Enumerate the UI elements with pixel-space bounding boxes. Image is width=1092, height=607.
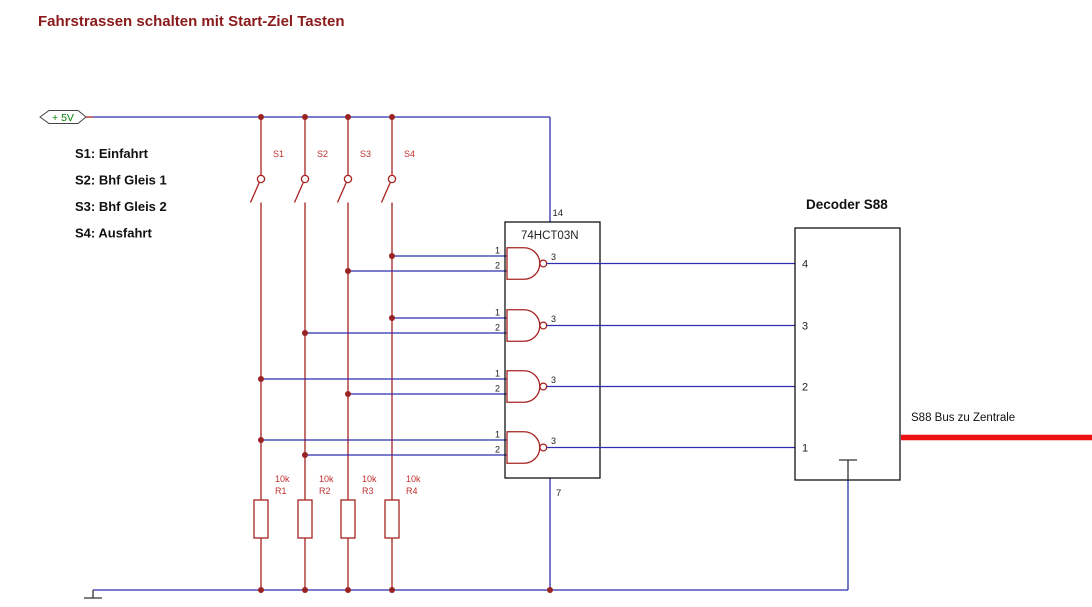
nand-gate-3-bubble [539,382,548,391]
gate1-in2-label: 2 [495,261,500,271]
junction-dot [389,315,395,321]
gate4-in1-label: 1 [495,430,500,440]
switch-s1: S1 10k R1 [249,117,290,590]
nand-gate-1-bubble [539,259,548,268]
resistor-r3-name: R3 [362,486,374,496]
decoder-outline [794,227,901,481]
switch-s3-label: S3 [360,149,371,159]
switch-s2: S2 10k R2 [293,117,334,590]
decoder-pin-4: 4 [802,259,808,271]
legend-item-s2: S2: Bhf Gleis 1 [75,173,167,188]
junction-dot [302,330,308,336]
junction-dots [258,114,553,593]
resistor-r2-name: R2 [319,486,331,496]
supply-flag: + 5V [39,110,93,124]
ground-icon [84,590,102,599]
switch-s4: S4 10k R4 [380,117,421,590]
switch-s4-lever [380,181,392,203]
junction-dot [389,114,395,120]
switch-s3: S3 10k R3 [336,117,377,590]
resistor-r4-name: R4 [406,486,418,496]
decoder-pin-1: 1 [802,443,808,455]
nand-gate-3: 1 2 3 [495,369,795,403]
decoder-pin-3: 3 [802,321,808,333]
nand-gate-2-bubble [539,321,548,330]
resistor-r4-value: 10k [406,474,421,484]
junction-dot [258,114,264,120]
switch-s1-contact-circle [256,174,266,184]
junction-dot [345,114,351,120]
nand-gate-4-body [506,431,541,464]
ic-outline [504,221,601,479]
resistor-r2-value: 10k [319,474,334,484]
junction-dot [547,587,553,593]
switch-s1-label: S1 [273,149,284,159]
s88-bus: S88 Bus zu Zentrale [901,412,1092,441]
junction-dot [345,587,351,593]
resistor-r1-body [253,499,269,539]
switch-s4-contact-circle [387,174,397,184]
junction-dot [302,114,308,120]
legend-item-s3: S3: Bhf Gleis 2 [75,199,167,214]
junction-dot [302,587,308,593]
nand-gate-3-body [506,370,541,403]
junction-dot [302,452,308,458]
resistor-r2-body [297,499,313,539]
switch-s4-label: S4 [404,149,415,159]
resistor-r3-value: 10k [362,474,377,484]
gate1-out-label: 3 [551,252,556,262]
legend-item-s4: S4: Ausfahrt [75,226,152,241]
gate2-in2-label: 2 [495,323,500,333]
junction-dot [258,437,264,443]
switch-s2-contact-circle [300,174,310,184]
resistor-r1-value: 10k [275,474,290,484]
decoder-pin-2: 2 [802,382,808,394]
nand-gate-1: 1 2 3 [495,246,795,280]
page-title: Fahrstrassen schalten mit Start-Ziel Tas… [38,13,344,30]
s88-bus-label: S88 Bus zu Zentrale [911,412,1015,424]
switch-s2-lever [293,181,305,203]
gate2-out-label: 3 [551,314,556,324]
nand-gate-2-body [506,309,541,342]
switch-s3-lever [336,181,348,203]
decoder-s88: Decoder S88 4 3 2 1 [794,197,901,481]
gate1-in1-label: 1 [495,246,500,256]
junction-dot [258,587,264,593]
legend: S1: Einfahrt S2: Bhf Gleis 1 S3: Bhf Gle… [75,146,167,241]
nand-gate-4: 1 2 3 [495,430,795,464]
ic-pin7-label: 7 [556,488,561,499]
junction-dot [345,268,351,274]
gate3-in1-label: 1 [495,369,500,379]
switch-s3-contact-circle [343,174,353,184]
gate-input-wires [261,255,507,456]
decoder-ground-icon [839,459,857,480]
nand-gate-4-bubble [539,443,548,452]
nand-gate-1-body [506,247,541,280]
ic-label: 74HCT03N [521,230,579,242]
junction-dot [389,253,395,259]
resistor-r1-name: R1 [275,486,287,496]
ic-pin14-label: 14 [553,208,564,219]
supply-label: + 5V [52,112,74,124]
decoder-title: Decoder S88 [806,197,888,212]
legend-item-s1: S1: Einfahrt [75,146,149,161]
gate4-in2-label: 2 [495,445,500,455]
junction-dot [258,376,264,382]
ic-74hct03n: 74HCT03N 14 7 1 2 3 1 2 3 1 2 3 [495,208,795,499]
gate3-in2-label: 2 [495,384,500,394]
nand-gate-2: 1 2 3 [495,308,795,342]
switch-s1-lever [249,181,261,203]
gate2-in1-label: 1 [495,308,500,318]
resistor-r3-body [340,499,356,539]
gate3-out-label: 3 [551,375,556,385]
switch-s2-label: S2 [317,149,328,159]
junction-dot [345,391,351,397]
gate4-out-label: 3 [551,436,556,446]
junction-dot [389,587,395,593]
resistor-r4-body [384,499,400,539]
